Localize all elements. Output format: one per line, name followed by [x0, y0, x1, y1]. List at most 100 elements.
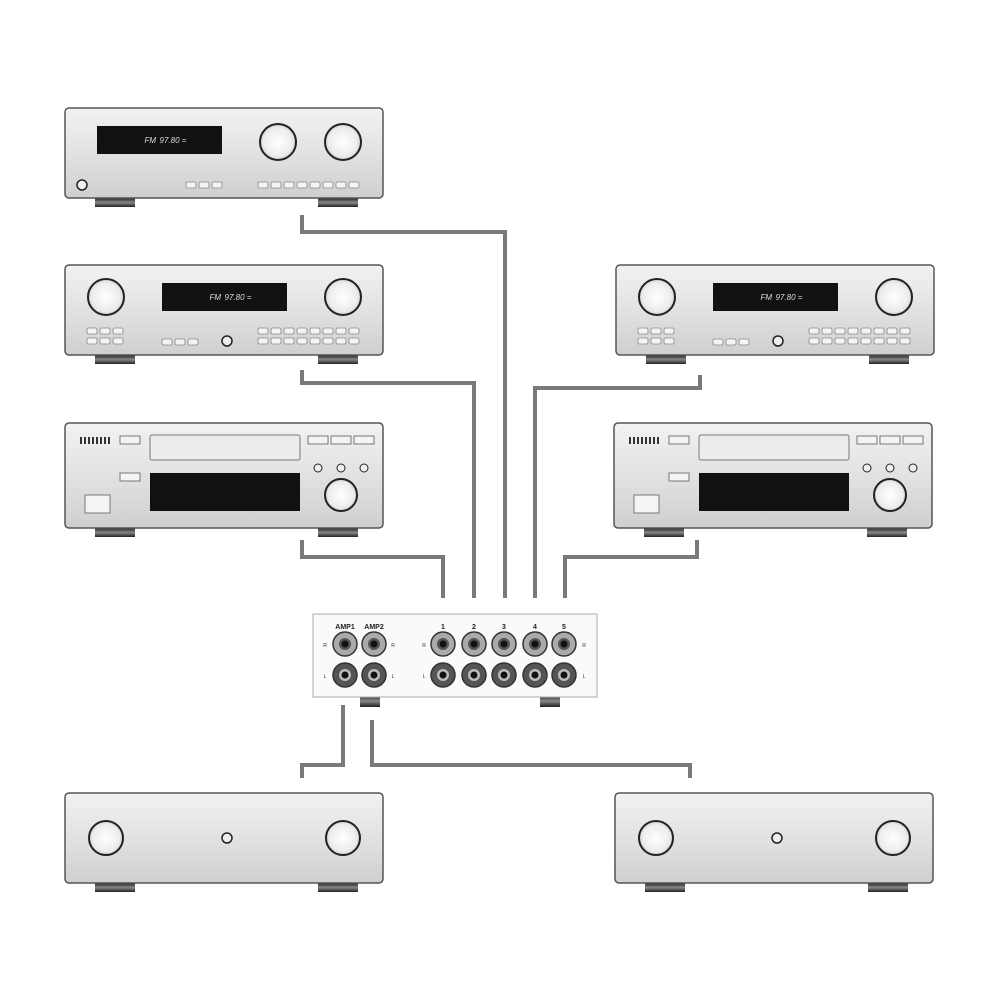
button — [668, 472, 690, 482]
channel-label: R — [391, 643, 395, 649]
button — [899, 337, 911, 345]
display-frequency: 97.80 = — [776, 293, 803, 302]
cd-player-left — [64, 422, 384, 537]
button — [161, 338, 173, 346]
jack-label: 3 — [502, 624, 506, 631]
rca-jack — [522, 631, 548, 657]
jack-hole — [500, 671, 508, 679]
button — [296, 181, 308, 189]
channel-label: R — [582, 643, 586, 649]
power-button — [772, 335, 784, 347]
button — [112, 337, 124, 345]
button — [187, 338, 199, 346]
button — [738, 338, 750, 346]
jack-hole — [439, 640, 447, 648]
knob — [875, 820, 911, 856]
jack-hole — [531, 640, 539, 648]
power-button — [221, 832, 233, 844]
button — [650, 337, 662, 345]
foot — [867, 528, 907, 537]
channel-label: R — [323, 643, 327, 649]
button — [283, 181, 295, 189]
button — [348, 181, 360, 189]
button — [873, 337, 885, 345]
button — [886, 327, 898, 335]
button — [821, 327, 833, 335]
button — [270, 181, 282, 189]
rca-jack — [332, 631, 358, 657]
button — [725, 338, 737, 346]
button — [296, 337, 308, 345]
button — [309, 327, 321, 335]
jack-hole — [341, 640, 349, 648]
button — [112, 327, 124, 335]
disc-tray — [698, 434, 850, 461]
channel-label: L — [392, 674, 395, 680]
wire-4 — [533, 375, 702, 598]
jack-hole — [439, 671, 447, 679]
power-button — [771, 832, 783, 844]
button — [335, 327, 347, 335]
button — [886, 337, 898, 345]
button — [335, 337, 347, 345]
button — [663, 327, 675, 335]
button — [322, 327, 334, 335]
foot — [644, 528, 684, 537]
button — [211, 181, 223, 189]
display — [97, 126, 222, 154]
button — [283, 327, 295, 335]
logo-bar — [633, 437, 635, 444]
foot — [646, 355, 686, 364]
rca-jack — [491, 631, 517, 657]
foot — [868, 883, 908, 892]
knob — [88, 820, 124, 856]
cd-player-right — [613, 422, 933, 537]
small-knob — [359, 463, 369, 473]
knob — [324, 123, 362, 161]
wires — [300, 215, 702, 778]
channel-label: L — [324, 674, 327, 680]
button — [307, 435, 329, 445]
display-band: FM — [761, 293, 773, 302]
logo-bar — [637, 437, 639, 444]
logo-bar — [645, 437, 647, 444]
button — [637, 337, 649, 345]
logo-bar — [104, 437, 106, 444]
knob — [259, 123, 297, 161]
rca-jack — [430, 631, 456, 657]
jack-hole — [370, 640, 378, 648]
foot — [540, 695, 560, 707]
small-knob — [862, 463, 872, 473]
small-knob — [313, 463, 323, 473]
jack-hole — [531, 671, 539, 679]
foot — [318, 355, 358, 364]
channel-label: L — [583, 674, 586, 680]
button — [270, 337, 282, 345]
amplifier-left — [64, 792, 384, 892]
switch-chassis — [312, 613, 598, 698]
knob — [638, 278, 676, 316]
logo-bar — [92, 437, 94, 444]
button — [257, 181, 269, 189]
button — [834, 327, 846, 335]
logo-bar — [88, 437, 90, 444]
amplifier-right — [614, 792, 934, 892]
button — [633, 494, 660, 514]
button — [257, 337, 269, 345]
foot — [869, 355, 909, 364]
jack-hole — [560, 671, 568, 679]
rca-jack — [551, 662, 577, 688]
button — [668, 435, 690, 445]
jack-hole — [470, 671, 478, 679]
jack-label: 1 — [441, 624, 445, 631]
button — [86, 327, 98, 335]
knob — [325, 820, 361, 856]
button — [821, 337, 833, 345]
knob — [873, 478, 907, 512]
button — [119, 435, 141, 445]
button — [296, 327, 308, 335]
jack-label: AMP1 — [335, 624, 355, 631]
